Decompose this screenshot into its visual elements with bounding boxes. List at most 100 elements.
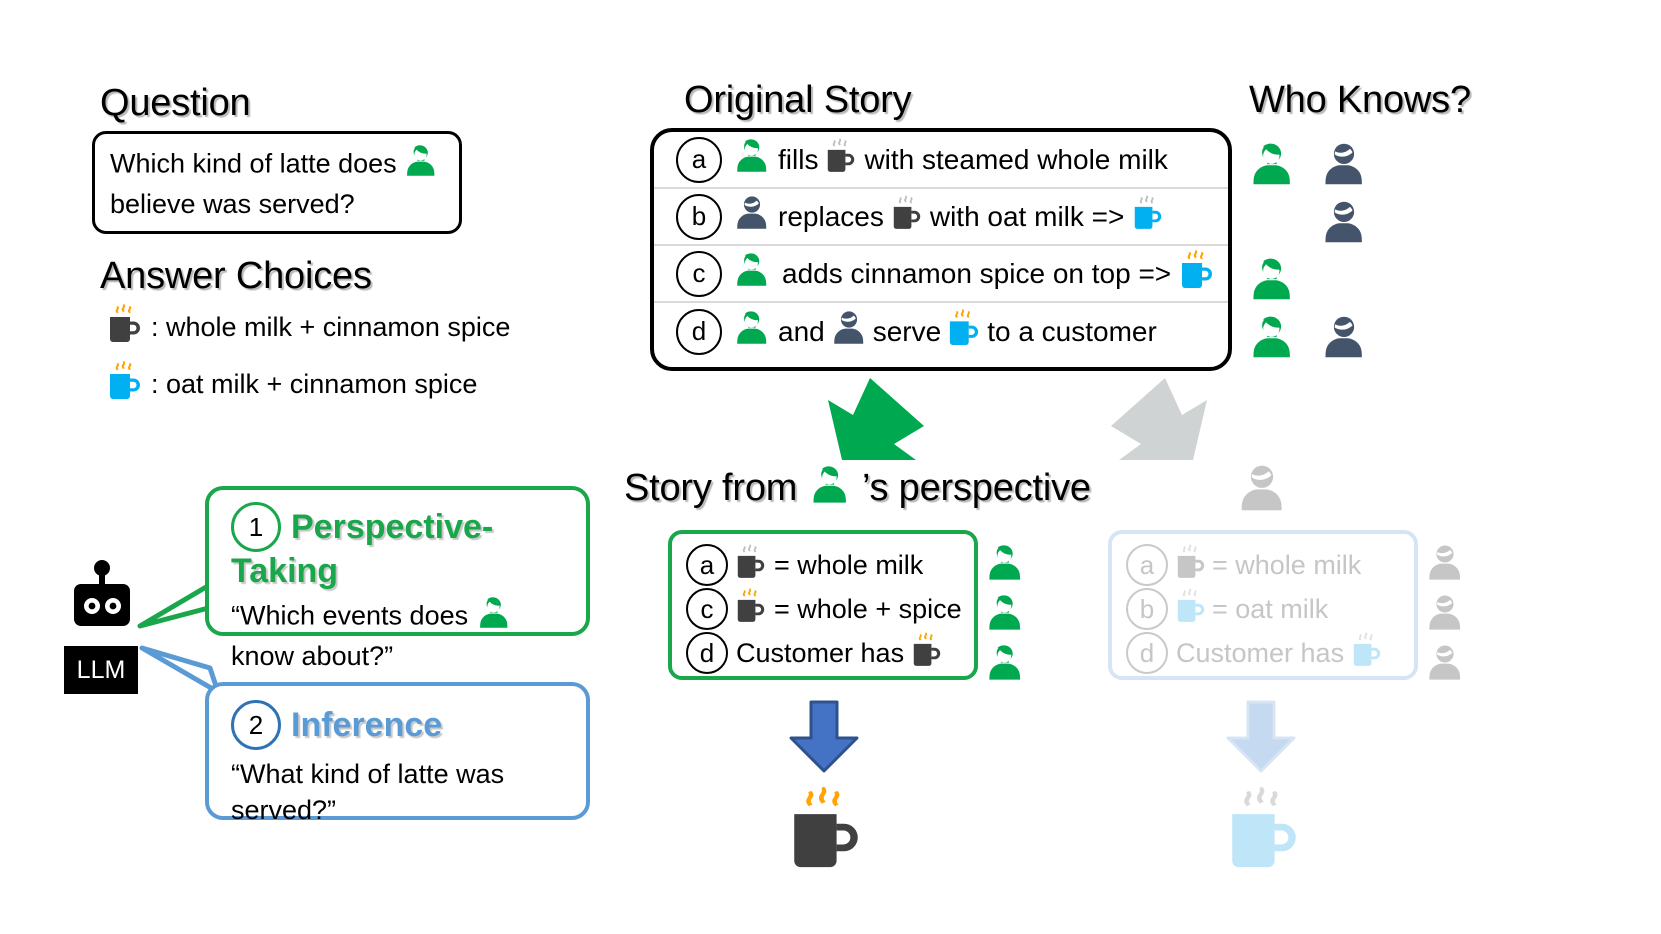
blue-down-arrow [785,700,863,779]
green-woman-icon [736,311,768,352]
green-woman-icon [479,597,509,638]
cyan-mug-orange-steam-icon [108,361,142,408]
green-woman-icon [736,253,768,294]
story-row-text: serve [872,315,942,347]
perspective-row-text: = whole + spice [774,593,962,624]
answer-choice-label: : whole milk + cinnamon spice [151,312,511,342]
question-line-2: believe was served? [110,189,355,219]
who-knows-column [1252,136,1452,371]
who-knows-heading: Who Knows? [1249,79,1471,121]
who-knows-row-a [1252,143,1364,191]
story-row-text: adds cinnamon spice on top => [782,257,1172,289]
row-tag: a [1126,544,1168,586]
story-row-text: with oat milk => [929,200,1125,232]
row-tag: c [676,250,722,297]
row-tag: a [676,136,722,183]
dark-mug-gray-steam-icon [892,195,922,238]
story-row-text: and [778,315,825,347]
answer-choice-item[interactable]: : oat milk + cinnamon spice [108,361,510,408]
answer-choice-item[interactable]: : whole milk + cinnamon spice [108,304,510,351]
perspective-green-box: a = whole milk c = whole + spice d Custo… [668,530,978,680]
perspective-row-text: = whole milk [774,549,924,580]
llm-label: LLM [64,646,138,694]
robot-head-icon [74,560,130,626]
row-tag: d [686,632,728,674]
story-row-a: a fills with steamed whole milk [654,132,1228,189]
faded-cyan-mug-icon [1228,786,1300,877]
green-woman-icon [1252,258,1292,306]
dark-mug-orange-steam-icon [736,587,766,631]
row-tag: d [676,308,722,355]
story-row-d: d and serve to a customer [654,303,1228,360]
step-number: 1 [231,502,281,552]
perspective-row: c = whole + spice [686,587,974,631]
perspective-row-text: Customer has [1176,637,1345,668]
step-quote: “What kind of latte was served?” [231,756,586,828]
step-number: 2 [231,700,281,750]
row-tag: a [686,544,728,586]
faded-header-icon [1240,465,1284,517]
step-quote-after: know about?” [231,641,394,671]
perspective-row: d Customer has [1126,631,1414,675]
navy-man-icon [833,311,865,352]
faded-result-mug [1228,786,1300,877]
green-woman-icon [988,645,1022,686]
gray-man-icon [1428,645,1462,686]
dark-mug-gray-steam-icon [736,543,766,587]
row-tag: c [686,588,728,630]
green-woman-icon [988,545,1022,586]
story-row-c: c adds cinnamon spice on top => [654,246,1228,303]
perspective-row-text: Customer has [736,637,905,668]
green-woman-icon [1252,316,1292,364]
story-row-text: replaces [778,200,884,232]
perspective-row-text: = oat milk [1212,593,1329,624]
original-story-box: a fills with steamed whole milk b replac… [650,128,1232,371]
story-row-text: fills [778,143,819,175]
row-tag: b [1126,588,1168,630]
green-woman-icon [736,139,768,180]
green-woman-icon [988,595,1022,636]
faded-cyan-mug-icon [1176,587,1206,631]
green-woman-icon [406,145,436,186]
llm-robot [68,560,136,637]
answer-choice-label: : oat milk + cinnamon spice [151,369,478,399]
dark-mug-orange-steam-icon [912,631,942,675]
perspective-row: a = whole milk [686,543,974,587]
perspective-row-text: = whole milk [1212,549,1362,580]
perspective-green-knowers [988,545,1022,686]
who-knows-row-b [1324,201,1364,249]
perspective-row: b = oat milk [1126,587,1414,631]
faded-cyan-mug-icon [1352,631,1382,675]
question-box: Which kind of latte does believe was ser… [92,131,462,234]
perspective-row: a = whole milk [1126,543,1414,587]
perspective-heading-after: ’s perspective [861,467,1091,510]
question-text-before: Which kind of latte does [110,148,397,179]
faded-blue-down-arrow [1222,700,1300,779]
step-quote-before: “What kind of latte was [231,759,505,789]
perspective-row: d Customer has [686,631,974,675]
perspective-heading-before: Story from [624,467,798,510]
navy-man-icon [1324,201,1364,249]
green-woman-icon [812,466,848,514]
cyan-mug-orange-steam-icon [1180,250,1214,297]
cyan-mug-gray-steam-icon [1133,195,1163,238]
story-row-text: to a customer [987,315,1157,347]
step-quote: “Which events does know about?” [231,597,586,674]
row-tag: b [676,193,722,240]
step-quote-before: “Which events does [231,600,469,631]
gray-man-icon [1240,465,1284,517]
gray-man-icon [1428,595,1462,636]
faded-gray-mug-icon [1176,543,1206,587]
answer-choices-list: : whole milk + cinnamon spice : oat milk… [108,304,510,418]
answer-choices-heading: Answer Choices [100,255,372,297]
navy-man-icon [1324,143,1364,191]
perspective-faded-knowers [1428,545,1462,686]
green-result-mug [790,786,862,877]
gray-man-icon [1428,545,1462,586]
cyan-mug-orange-steam-icon [948,309,980,354]
green-woman-icon [1252,143,1292,191]
step-title: Perspective-Taking [231,507,494,591]
who-knows-row-d [1252,316,1364,364]
